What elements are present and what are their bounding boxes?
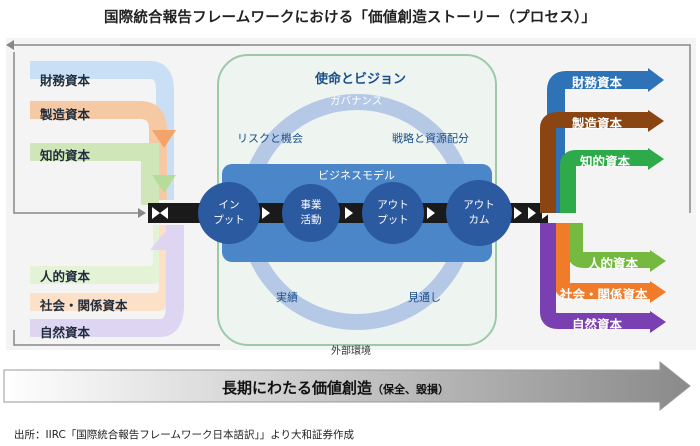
input-financial-label: 財務資本 (40, 73, 91, 88)
band-manufactured-in (30, 101, 167, 200)
long-term-value-label: 長期にわたる価値創造（保全、毀損） (222, 377, 449, 398)
band-social-out (554, 223, 652, 299)
circle-outcome (446, 180, 512, 246)
outlook-label: 見通し (408, 291, 441, 304)
outcome-circle-text: アウト カム (449, 198, 509, 228)
output-manufactured-label: 製造資本 (572, 116, 623, 131)
output-natural-label: 自然資本 (572, 317, 623, 332)
source-note: 出所：IIRC「国際統合報告フレームワーク日本語訳」」より大和証券作成 (14, 429, 355, 441)
circle-output (362, 182, 424, 244)
activity-circle-text: 事業 活動 (281, 198, 341, 228)
circle-input (198, 182, 260, 244)
band-human-out (567, 223, 652, 268)
bottom-feedback-line (13, 330, 220, 346)
input-social-label: 社会・関係資本 (40, 298, 128, 313)
output-circle-line2: プット (377, 214, 409, 226)
performance-label: 実績 (276, 291, 298, 304)
band-financial-out (547, 71, 650, 213)
business-model-label: ビジネスモデル (318, 169, 395, 182)
input-circle-text: イン プット (199, 198, 259, 228)
output-circle-text: アウト プット (363, 198, 423, 228)
input-human-label: 人的資本 (40, 269, 91, 284)
governance-label: ガバナンス (330, 95, 383, 107)
outcome-circle-line1: アウト (463, 199, 495, 211)
circle-activity (282, 184, 340, 242)
arrow-manufactured-in (152, 130, 176, 148)
output-circle-line1: アウト (377, 199, 409, 211)
output-intellectual-label: 知的資本 (580, 154, 631, 169)
output-financial-label: 財務資本 (572, 75, 623, 90)
activity-circle-line2: 活動 (300, 214, 322, 226)
risk-opportunity-label: リスクと機会 (237, 132, 303, 145)
page-title: 国際統合報告フレームワークにおける「価値創造ストーリー（プロセス）」 (103, 10, 597, 26)
input-circle-line1: イン (218, 199, 240, 211)
long-term-value-sub: （保全、毀損） (372, 383, 450, 396)
band-intellectual-out (560, 150, 650, 213)
output-human-label: 人的資本 (588, 256, 639, 271)
input-manufactured-label: 製造資本 (40, 107, 91, 122)
long-term-arrow (3, 360, 691, 412)
arrow-natural-in (150, 232, 180, 250)
input-natural-label: 自然資本 (40, 325, 91, 340)
left-feedback-line (13, 52, 138, 214)
strategy-allocation-label: 戦略と資源配分 (392, 132, 469, 145)
band-financial-in (30, 61, 174, 200)
input-circle-line2: プット (213, 214, 245, 226)
activity-circle-line1: 事業 (300, 199, 322, 211)
band-intellectual-in (30, 143, 159, 205)
mission-vision-label: 使命とビジョン (315, 72, 407, 87)
arrow-intellectual-in (152, 175, 176, 193)
band-manufactured-out (540, 112, 650, 213)
outcome-circle-line2: カム (468, 214, 490, 226)
output-social-label: 社会・関係資本 (560, 287, 648, 302)
external-environment-label: 外部環境 (331, 346, 371, 357)
input-intellectual-label: 知的資本 (40, 148, 91, 163)
long-term-value-main: 長期にわたる価値創造 (222, 379, 373, 397)
band-natural-in (30, 225, 184, 337)
band-natural-out (540, 223, 652, 329)
